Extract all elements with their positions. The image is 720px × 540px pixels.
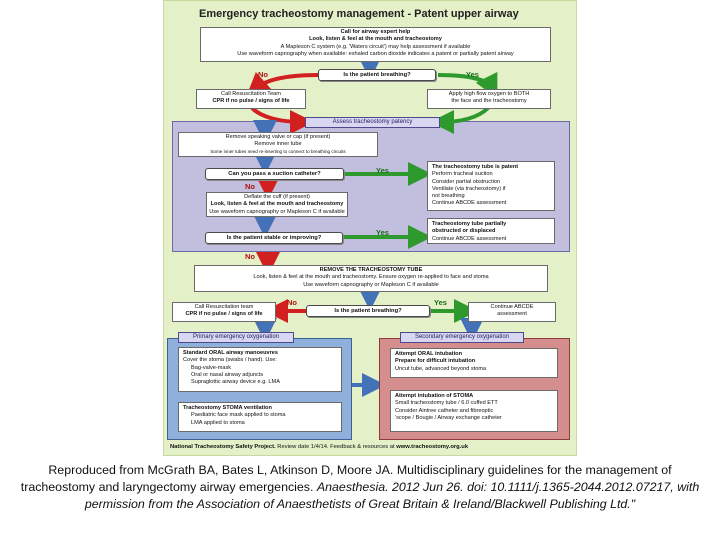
arrow-yes-right: [437, 71, 498, 99]
call-resus-text: Call Resuscitation Team: [221, 91, 281, 97]
look-listen-text: Look, listen & feel at the mouth and tra…: [210, 201, 344, 208]
tube-patent-box: The tracheostomy tube is patent Perform …: [427, 161, 555, 211]
remove-valve-text: Remove speaking valve or cap (if present…: [225, 134, 331, 140]
primary-header: Primary emergency oxygenation: [178, 332, 294, 343]
tube-patent-title: The tracheostomy tube is patent: [432, 164, 519, 170]
partially-obstructed-box: Tracheostomy tube partially obstructed o…: [427, 218, 555, 244]
caption-journal: Anaesthesia. 2012 Jun 26. doi: 10.1111/j…: [84, 480, 700, 511]
deflate-cuff-text: Deflate the cuff (if present): [244, 194, 310, 200]
capnography-text: Use waveform capnography or Mapleson C i…: [303, 281, 439, 288]
secondary-item: Attempt ORAL intubation: [395, 351, 463, 357]
patent-item: not breathing: [432, 193, 465, 200]
primary-item: Bag-valve-mask: [191, 364, 232, 371]
no-label: No: [245, 182, 255, 191]
primary-item: Supraglottic airway device e.g. LMA: [191, 379, 280, 386]
yes-label: Yes: [466, 70, 479, 79]
partial-text: Tracheostomy tube partially: [432, 221, 507, 227]
arrow-call-to-assess: [250, 106, 314, 134]
yes-label: Yes: [376, 166, 389, 175]
cpr-text: CPR if no pulse / signs of life: [212, 98, 290, 105]
patent-item: Perform tracheal suction: [432, 171, 493, 178]
continue-abcde-box: Continue ABCDE assessment: [468, 302, 556, 322]
face-trache-text: the face and the tracheostomy: [451, 98, 527, 105]
no-label: No: [287, 298, 297, 307]
patent-item: Ventilate (via tracheostomy) if: [432, 185, 506, 192]
remove-tube-box: REMOVE THE TRACHEOSTOMY TUBE Look, liste…: [194, 265, 548, 292]
primary-item: Tracheostomy STOMA ventilation: [183, 405, 272, 411]
oral-intubation-box: Attempt ORAL intubation Prepare for diff…: [390, 348, 558, 378]
remove-tube-title: REMOVE THE TRACHEOSTOMY TUBE: [319, 267, 423, 273]
secondary-item: Consider Aintree catheter and fibreoptic: [395, 407, 494, 414]
primary-item: Paediatric face mask applied to stoma: [191, 412, 286, 419]
patent-item: Continue ABCDE assessment: [432, 200, 507, 207]
question-stable: Is the patient stable or improving?: [205, 232, 343, 244]
no-label: No: [258, 70, 268, 79]
footer-project: National Tracheostomy Safety Project.: [170, 444, 276, 450]
secondary-item: 'scope / Bougie / Airway exchange cathet…: [395, 414, 502, 421]
apply-oxygen-box: Apply high flow oxygen to BOTH the face …: [427, 89, 551, 109]
no-label: No: [245, 252, 255, 261]
secondary-item: Prepare for difficult intubation: [395, 358, 476, 365]
call-expert-text: Call for airway expert help: [340, 29, 411, 35]
continue-abcde-text: Continue ABCDE: [490, 304, 534, 310]
cpr-text: CPR if no pulse / signs of life: [185, 311, 263, 318]
apply-oxygen-text: Apply high flow oxygen to BOTH: [448, 91, 530, 97]
oral-airway-box: Standard ORAL airway manoeuvres Cover th…: [178, 347, 342, 392]
primary-item: Standard ORAL airway manoeuvres: [183, 350, 279, 356]
arrow-no-left: [246, 72, 319, 98]
poster-footer: National Tracheostomy Safety Project. Re…: [170, 444, 570, 450]
call-resus-text: Call Resuscitation team: [194, 304, 254, 310]
primary-item: Cover the stoma (swabs / hand). Use:: [183, 357, 277, 364]
capnography-text: Use waveform capnography when available:…: [237, 50, 514, 57]
mapleson-text: A Mapleson C system (e.g. 'Waters circui…: [280, 43, 471, 50]
footer-url[interactable]: www.tracheostomy.org.uk: [396, 444, 469, 450]
figure-caption: Reproduced from McGrath BA, Bates L, Atk…: [20, 462, 700, 513]
primary-item: Oral or nasal airway adjuncts: [191, 371, 264, 378]
secondary-item: Attempt intubation of STOMA: [395, 393, 474, 399]
continue-abcde-text: Continue ABCDE assessment: [432, 235, 507, 242]
displaced-text: obstructed or displaced: [432, 228, 496, 235]
inner-tube-note: Some inner tubes need re-inserting to co…: [210, 148, 346, 154]
patent-item: Consider partial obstruction: [432, 178, 501, 185]
call-resus-team-box: Call Resuscitation Team CPR if no pulse …: [196, 89, 306, 109]
yes-label: Yes: [434, 298, 447, 307]
stoma-intubation-box: Attempt intubation of STOMA Small trache…: [390, 390, 558, 432]
secondary-header: Secondary emergency oxygenation: [400, 332, 524, 343]
stoma-ventilation-box: Tracheostomy STOMA ventilation Paediatri…: [178, 402, 342, 432]
question-breathing-2: Is the patient breathing?: [306, 305, 430, 317]
secondary-item: Small tracheostomy tube / 6.0 cuffed ETT: [395, 400, 498, 407]
arrow-o2-to-assess: [430, 106, 490, 134]
question-suction: Can you pass a suction catheter?: [205, 168, 344, 180]
assess-patency-header: Assess tracheostomy patency: [305, 117, 440, 128]
capnography-text: Use waveform capnography or Mapleson C i…: [209, 208, 345, 215]
look-listen-text: Look, listen & feel at the mouth and tra…: [309, 36, 442, 43]
remove-inner-tube-text: Remove inner tube: [254, 141, 302, 148]
call-resus-team-box-2: Call Resuscitation team CPR if no pulse …: [172, 302, 276, 322]
caption-text: Reproduced from McGrath BA, Bates L, Atk…: [20, 463, 672, 494]
look-listen-text: Look, listen & feel at the mouth and tra…: [253, 274, 489, 281]
remove-valve-box: Remove speaking valve or cap (if present…: [178, 132, 378, 157]
assessment-text: assessment: [497, 311, 527, 318]
yes-label: Yes: [376, 228, 389, 237]
poster-title: Emergency tracheostomy management - Pate…: [199, 8, 519, 20]
call-expert-box: Call for airway expert help Look, listen…: [200, 27, 551, 62]
secondary-item: Uncut tube, advanced beyond stoma: [395, 365, 487, 372]
primary-item: LMA applied to stoma: [191, 419, 245, 426]
deflate-cuff-box: Deflate the cuff (if present) Look, list…: [206, 192, 348, 217]
footer-review: Review date 1/4/14. Feedback & resources…: [277, 444, 395, 450]
question-breathing: Is the patient breathing?: [318, 69, 436, 81]
